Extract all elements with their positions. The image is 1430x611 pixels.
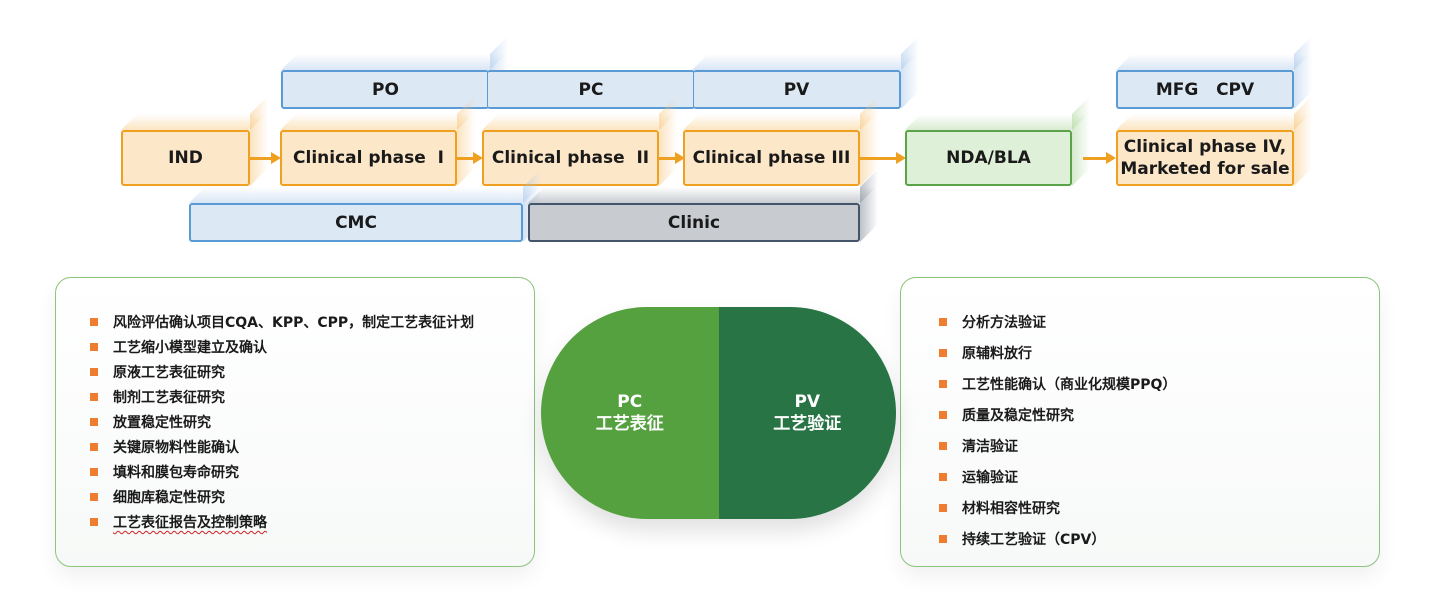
pill-pc-half: PC 工艺表征 [541,307,719,519]
bullet-square-icon [90,468,98,476]
pv-activities-list: 分析方法验证 原辅料放行 工艺性能确认（商业化规模PPQ） 质量及稳定性研究 清… [939,313,1176,561]
phase-clinical-4: Clinical phase IV, Marketed for sale [1116,130,1294,186]
list-item: 工艺缩小模型建立及确认 [90,338,474,363]
bullet-square-icon [939,473,947,481]
bullet-square-icon [939,504,947,512]
bullet-square-icon [939,380,947,388]
bullet-square-icon [939,442,947,450]
pc-box: PC [487,70,695,109]
pill-pv-title: PV [794,392,821,412]
phase-ind-label: IND [168,148,203,168]
mfg-cpv-label: MFG CPV [1155,79,1255,100]
phase-clinical-4-line2: Marketed for sale [1120,159,1290,179]
arrow-icon [1083,152,1116,164]
list-item: 细胞库稳定性研究 [90,488,474,513]
bullet-square-icon [90,443,98,451]
list-item: 清洁验证 [939,437,1176,468]
arrow-icon [250,152,281,164]
pill-pc-subtitle: 工艺表征 [595,414,664,434]
pv-label: PV [783,79,810,100]
cmc-box: CMC [189,203,523,242]
bullet-square-icon [90,493,98,501]
mfg-cpv-box: MFG CPV [1116,70,1294,109]
bullet-square-icon [90,393,98,401]
phase-nda-bla: NDA/BLA [905,130,1072,186]
arrow-icon [457,152,483,164]
list-item: 关键原物料性能确认 [90,438,474,463]
list-item: 制剂工艺表征研究 [90,388,474,413]
pv-activities-panel: 分析方法验证 原辅料放行 工艺性能确认（商业化规模PPQ） 质量及稳定性研究 清… [900,277,1380,567]
phase-nda-bla-label: NDA/BLA [946,148,1031,168]
clinic-label: Clinic [667,212,721,233]
bullet-square-icon [90,343,98,351]
arrow-icon [659,152,685,164]
bullet-square-icon [939,411,947,419]
clinic-box: Clinic [528,203,860,242]
bullet-square-icon [939,349,947,357]
arrow-icon [860,152,906,164]
pill-pv-subtitle: 工艺验证 [773,414,842,434]
pc-label: PC [578,79,604,100]
list-item: 填料和膜包寿命研究 [90,463,474,488]
pill-pv-half: PV 工艺验证 [718,307,896,519]
phase-clinical-1: Clinical phase I [280,130,457,186]
bullet-square-icon [939,318,947,326]
phase-ind: IND [121,130,250,186]
list-item: 持续工艺验证（CPV） [939,530,1176,561]
list-item: 原辅料放行 [939,344,1176,375]
cmc-label: CMC [335,212,377,233]
po-box: PO [281,70,489,109]
pc-pv-pill: PC 工艺表征 PV 工艺验证 [541,307,896,519]
phase-clinical-1-label: Clinical phase I [293,148,444,168]
pc-activities-list: 风险评估确认项目CQA、KPP、CPP，制定工艺表征计划 工艺缩小模型建立及确认… [90,313,474,538]
phase-clinical-2: Clinical phase II [482,130,659,186]
list-item: 原液工艺表征研究 [90,363,474,388]
bullet-square-icon [90,518,98,526]
list-item: 工艺性能确认（商业化规模PPQ） [939,375,1176,406]
pc-activities-panel: 风险评估确认项目CQA、KPP、CPP，制定工艺表征计划 工艺缩小模型建立及确认… [55,277,535,567]
bullet-square-icon [90,368,98,376]
pill-pc-title: PC [617,392,643,412]
po-label: PO [372,79,399,100]
list-item: 放置稳定性研究 [90,413,474,438]
list-item: 运输验证 [939,468,1176,499]
phase-clinical-4-line1: Clinical phase IV, [1123,137,1287,157]
phase-clinical-3-label: Clinical phase III [692,148,851,168]
bullet-square-icon [939,535,947,543]
spellcheck-underlined-text: 工艺表征报告及控制策略 [113,515,267,531]
bullet-square-icon [90,318,98,326]
list-item: 材料相容性研究 [939,499,1176,530]
list-item: 质量及稳定性研究 [939,406,1176,437]
list-item: 风险评估确认项目CQA、KPP、CPP，制定工艺表征计划 [90,313,474,338]
list-item: 工艺表征报告及控制策略 [90,513,474,538]
pv-box: PV [693,70,901,109]
bullet-square-icon [90,418,98,426]
list-item: 分析方法验证 [939,313,1176,344]
phase-clinical-2-label: Clinical phase II [491,148,650,168]
phase-clinical-3: Clinical phase III [683,130,860,186]
